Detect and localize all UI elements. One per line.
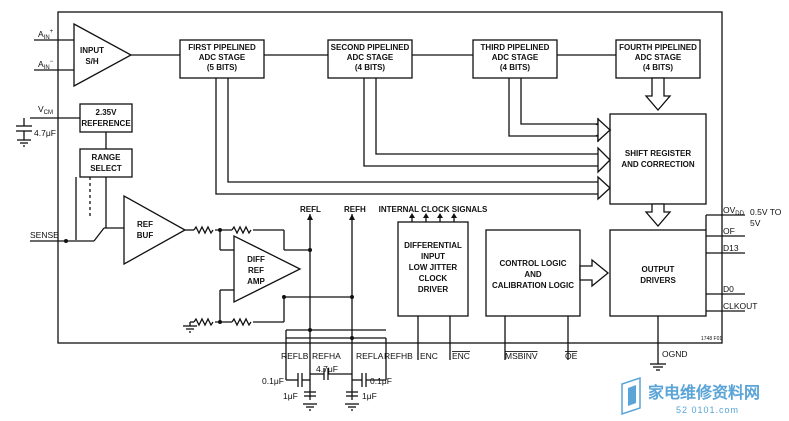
vcm-label: VCM	[38, 104, 53, 116]
cap-01-left-value: 0.1μF	[262, 376, 284, 386]
diff-ref-amp-line2: REF	[248, 266, 264, 275]
ref-buf-line2: BUF	[137, 231, 154, 240]
ognd-label: OGND	[662, 349, 688, 359]
control-logic-block	[485, 229, 581, 317]
shift-register-line2: AND CORRECTION	[621, 160, 695, 169]
control-logic-line2: AND	[524, 270, 542, 279]
ain-minus-label: AIN−	[38, 59, 54, 71]
diff-ref-amp-line1: DIFF	[247, 255, 265, 264]
refl-ground-icon	[303, 403, 317, 411]
stage1-line2: ADC STAGE	[199, 53, 246, 62]
shift-register-block	[609, 113, 707, 205]
figure-id: 1748 F01	[701, 336, 722, 342]
stage3-line3: (4 BITS)	[500, 63, 531, 72]
refh-ground-icon	[345, 403, 359, 411]
clock-driver-line2: INPUT	[421, 252, 445, 261]
stage4-line2: ADC STAGE	[635, 53, 682, 62]
cap-1-left-value: 1μF	[283, 391, 298, 401]
sense-label: SENSE	[30, 230, 59, 240]
stage3-line1: THIRD PIPELINED	[481, 43, 550, 52]
stage2-line1: SECOND PIPELINED	[331, 43, 410, 52]
d13-label: D13	[723, 243, 739, 253]
ovdd-range-line2: 5V	[750, 218, 761, 228]
enc-bar-label: ENC	[452, 351, 470, 361]
watermark-logo	[621, 376, 641, 416]
clock-driver-block	[397, 221, 469, 317]
clock-driver-line3: LOW JITTER	[409, 263, 458, 272]
d0-label: D0	[723, 284, 734, 294]
input-sh-line2: S/H	[85, 57, 99, 66]
reference-line1: 2.35V	[96, 108, 118, 117]
diff-ref-amp	[233, 234, 302, 304]
chip-outline	[57, 11, 723, 344]
oe-label: OE	[565, 351, 578, 361]
cap-1-right-value: 1μF	[362, 391, 377, 401]
stage3-line2: ADC STAGE	[492, 53, 539, 62]
stage2-block	[327, 39, 413, 79]
refhb-label: REFHB	[384, 351, 413, 361]
range-select-line1: RANGE	[92, 153, 122, 162]
refh-label: REFH	[344, 205, 366, 214]
refha-label: REFHA	[312, 351, 341, 361]
clkout-label: CLKOUT	[723, 301, 757, 311]
reference-block	[79, 103, 133, 133]
stage4-line3: (4 BITS)	[643, 63, 674, 72]
diff-amp-ground-icon	[183, 322, 197, 333]
stage1-line1: FIRST PIPELINED	[188, 43, 256, 52]
refla-label: REFLA	[356, 351, 384, 361]
stage1-block	[179, 39, 265, 79]
ref-buf-amp	[123, 194, 187, 266]
control-logic-line3: CALIBRATION LOGIC	[492, 281, 574, 290]
reflb-label: REFLB	[281, 351, 309, 361]
clock-driver-line1: DIFFERENTIAL	[404, 241, 462, 250]
ognd-ground-icon	[650, 363, 666, 371]
output-drivers-line2: DRIVERS	[640, 276, 676, 285]
msbinv-label: MSBINV	[505, 351, 538, 361]
vcm-cap-value: 4.7μF	[34, 128, 56, 138]
watermark-text: 家电维修资料网	[648, 383, 760, 402]
ref-buf-line1: REF	[137, 220, 153, 229]
stage2-line3: (4 BITS)	[355, 63, 386, 72]
enc-label: ENC	[420, 351, 438, 361]
of-label: OF	[723, 226, 735, 236]
refl-label: REFL	[300, 205, 321, 214]
stage4-line1: FOURTH PIPELINED	[619, 43, 697, 52]
control-logic-line1: CONTROL LOGIC	[500, 259, 567, 268]
shift-register-line1: SHIFT REGISTER	[625, 149, 691, 158]
stage3-block	[472, 39, 558, 79]
ovdd-label: OVDD	[723, 205, 745, 217]
stage1-line3: (5 BITS)	[207, 63, 238, 72]
ovdd-range-line1: 0.5V TO	[750, 207, 782, 217]
diff-ref-amp-line3: AMP	[247, 277, 265, 286]
clock-driver-line5: DRIVER	[418, 285, 448, 294]
cap-01-right-value: 0.1μF	[370, 376, 392, 386]
cap-47-value: 4.7μF	[316, 364, 338, 374]
range-select-line2: SELECT	[90, 164, 122, 173]
stage2-line2: ADC STAGE	[347, 53, 394, 62]
reference-line2: REFERENCE	[81, 119, 131, 128]
watermark-url: 52 0101.com	[676, 405, 739, 415]
ain-plus-label: AIN+	[38, 29, 54, 41]
vcm-ground-icon	[17, 139, 31, 147]
input-sh-amp	[73, 22, 133, 88]
input-sh-line1: INPUT	[80, 46, 104, 55]
internal-clock-label: INTERNAL CLOCK SIGNALS	[379, 205, 488, 214]
output-drivers-line1: OUTPUT	[642, 265, 675, 274]
clock-driver-line4: CLOCK	[419, 274, 448, 283]
